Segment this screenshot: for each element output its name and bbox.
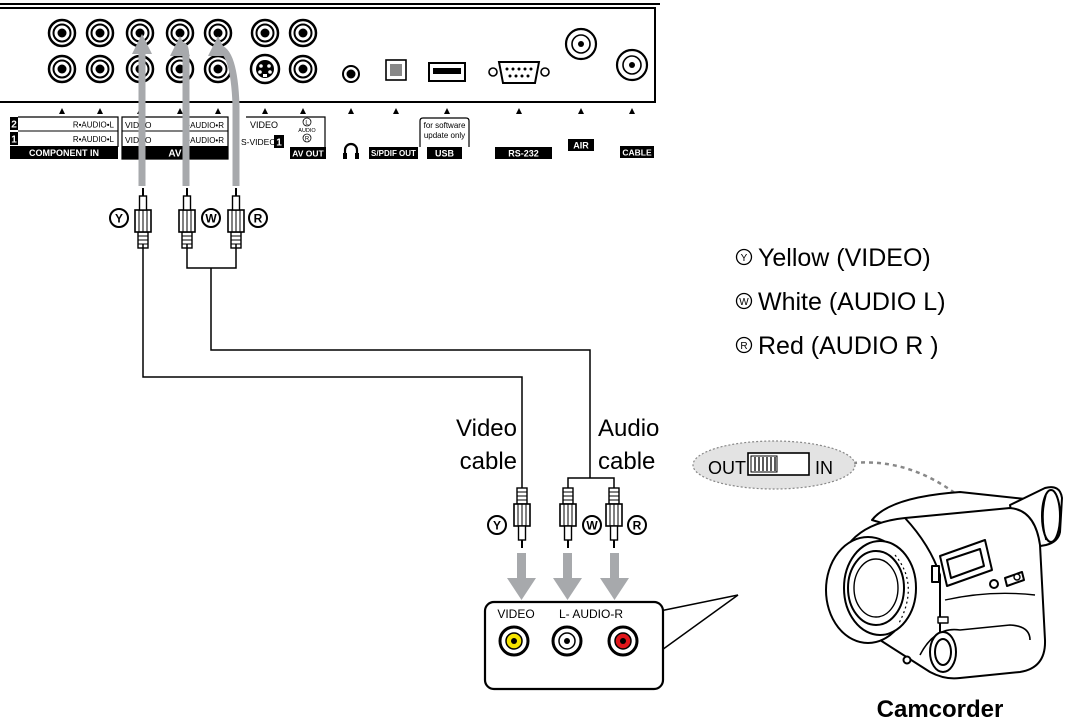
video-cable-label-2: cable <box>460 448 517 475</box>
rs232-port[interactable] <box>488 61 550 84</box>
component-row2-text: R•AUDIO•L <box>73 121 115 130</box>
legend-white-text: White (AUDIO L) <box>758 288 946 316</box>
out-in-switch[interactable] <box>747 452 810 476</box>
tv-side-plugs <box>134 187 245 249</box>
component-in-label: COMPONENT IN <box>29 148 99 158</box>
color-legend: Y Yellow (VIDEO) W White (AUDIO L) R Red… <box>735 244 946 360</box>
component-row1-text: R•AUDIO•L <box>73 135 115 144</box>
usb-port[interactable] <box>428 62 466 82</box>
camcorder-video-jack[interactable] <box>498 625 530 657</box>
camcorder-side-marks: Y W R <box>487 515 647 535</box>
spdif-label: S/PDIF OUT <box>371 149 416 158</box>
yellow-mark-2: Y <box>493 519 501 533</box>
av-in-label: AV <box>168 149 181 160</box>
cable-labels: Video cable Audio cable <box>456 415 659 475</box>
camcorder-label: Camcorder <box>877 696 1004 723</box>
av-out-video: VIDEO <box>250 120 278 130</box>
video-cable-label-1: Video <box>456 415 517 442</box>
spdif-port[interactable] <box>385 59 407 81</box>
av-row2-audio: L•AUDIO•R <box>183 121 224 130</box>
tv-rear-panel: 2 1 R•AUDIO•L R•AUDIO•L COMPONENT IN VID… <box>0 3 660 160</box>
legend-red-text: Red (AUDIO R ) <box>758 332 939 360</box>
air-label: AIR <box>573 141 589 151</box>
camcorder-jack-panel: VIDEO L- AUDIO-R <box>483 594 739 691</box>
av-out-audio-r: R <box>305 137 310 143</box>
air-antenna-jack[interactable] <box>564 27 598 61</box>
legend-yellow: Y Yellow (VIDEO) <box>735 244 931 272</box>
av-row1-video: VIDEO <box>125 135 152 145</box>
tv-arrow-heads <box>132 34 228 56</box>
av-out-label-group: VIDEO L AUDIO R AV OUT <box>246 116 326 159</box>
camcorder-audio-l-jack[interactable] <box>551 625 583 657</box>
headphone-icon <box>343 142 359 159</box>
cable-antenna-jack[interactable] <box>615 48 649 82</box>
red-mark-2: R <box>633 519 642 533</box>
camcorder-side-plugs <box>513 487 623 549</box>
rs232-label: RS-232 <box>508 149 539 159</box>
av-out-label: AV OUT <box>292 149 324 159</box>
av-row1-audio: L•AUDIO•R <box>183 136 224 145</box>
red-mark: R <box>254 212 263 226</box>
port-markers <box>59 108 635 114</box>
white-mark: W <box>205 212 217 226</box>
tv-side-marks: Y W R <box>109 208 268 228</box>
white-mark-2: W <box>586 519 598 533</box>
camcorder-connection-arrows <box>507 553 629 600</box>
legend-red-icon: R <box>740 341 747 352</box>
av-in-label-group: VIDEO L•AUDIO•R VIDEO L•AUDIO•R AV S-VID… <box>121 116 284 160</box>
legend-yellow-text: Yellow (VIDEO) <box>758 244 931 272</box>
s-video-label: S-VIDEO <box>241 137 276 147</box>
switch-in-label: IN <box>815 458 833 478</box>
s-video-num: 1 <box>276 138 282 149</box>
cables <box>142 244 615 490</box>
camcorder-video-label: VIDEO <box>497 607 534 621</box>
s-video-jack[interactable] <box>249 53 281 85</box>
headphone-jack[interactable] <box>342 65 360 83</box>
legend-white: W White (AUDIO L) <box>735 288 946 316</box>
audio-cable-label-1: Audio <box>598 415 659 442</box>
component-row2-num: 2 <box>11 120 17 131</box>
yellow-mark: Y <box>115 212 123 226</box>
av-row2-video: VIDEO <box>125 120 152 130</box>
component-in-label-group: 2 1 R•AUDIO•L R•AUDIO•L COMPONENT IN <box>10 116 119 159</box>
camcorder-illustration <box>825 486 1063 680</box>
camcorder-audio-r-jack[interactable] <box>607 625 639 657</box>
switch-out-label: OUT <box>708 458 746 478</box>
audio-cable-label-2: cable <box>598 448 655 475</box>
legend-white-icon: W <box>739 297 749 308</box>
legend-yellow-icon: Y <box>741 253 748 264</box>
usb-label: USB <box>435 149 455 159</box>
av-out-audio-l: L <box>305 121 309 127</box>
out-in-switch-callout: OUT IN <box>692 440 961 498</box>
camcorder-audio-label: L- AUDIO-R <box>559 607 623 621</box>
component-row1-num: 1 <box>11 135 17 146</box>
usb-note-line2: update only <box>424 131 465 140</box>
av-out-audio: AUDIO <box>298 128 316 134</box>
legend-red: R Red (AUDIO R ) <box>735 332 939 360</box>
usb-note-line1: for software <box>424 121 466 130</box>
cable-label: CABLE <box>622 148 652 158</box>
